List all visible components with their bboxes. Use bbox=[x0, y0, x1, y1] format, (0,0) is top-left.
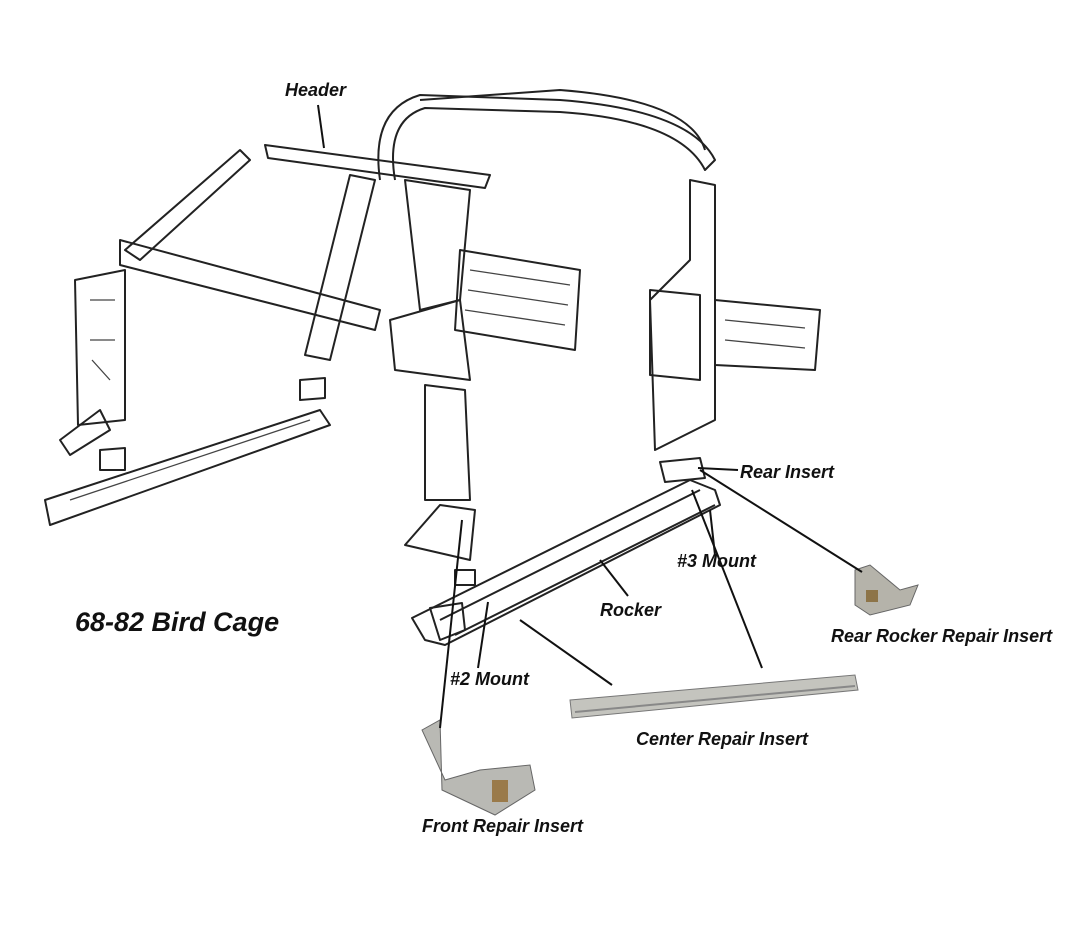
mount3-label: #3 Mount bbox=[677, 551, 756, 571]
rocker-label: Rocker bbox=[600, 600, 662, 620]
rocker-drawing bbox=[411, 479, 721, 646]
front-repair-insert-label: Front Repair Insert bbox=[422, 816, 584, 836]
leader-lines bbox=[317, 104, 863, 729]
rear-rocker-repair-insert-label: Rear Rocker Repair Insert bbox=[831, 626, 1053, 646]
left-frame-drawing bbox=[44, 149, 381, 526]
mount2-label: #2 Mount bbox=[450, 669, 529, 689]
rear-quarter-drawing bbox=[649, 179, 821, 483]
front-repair-insert-image bbox=[421, 719, 536, 816]
header-label: Header bbox=[285, 80, 347, 100]
diagram-title: 68-82 Bird Cage bbox=[75, 607, 280, 637]
header-and-roof-drawing bbox=[264, 89, 716, 586]
center-repair-insert-label: Center Repair Insert bbox=[636, 729, 809, 749]
rear-insert-label: Rear Insert bbox=[740, 462, 835, 482]
rear-rocker-repair-insert-image bbox=[854, 564, 919, 616]
center-repair-insert-image bbox=[569, 674, 859, 719]
